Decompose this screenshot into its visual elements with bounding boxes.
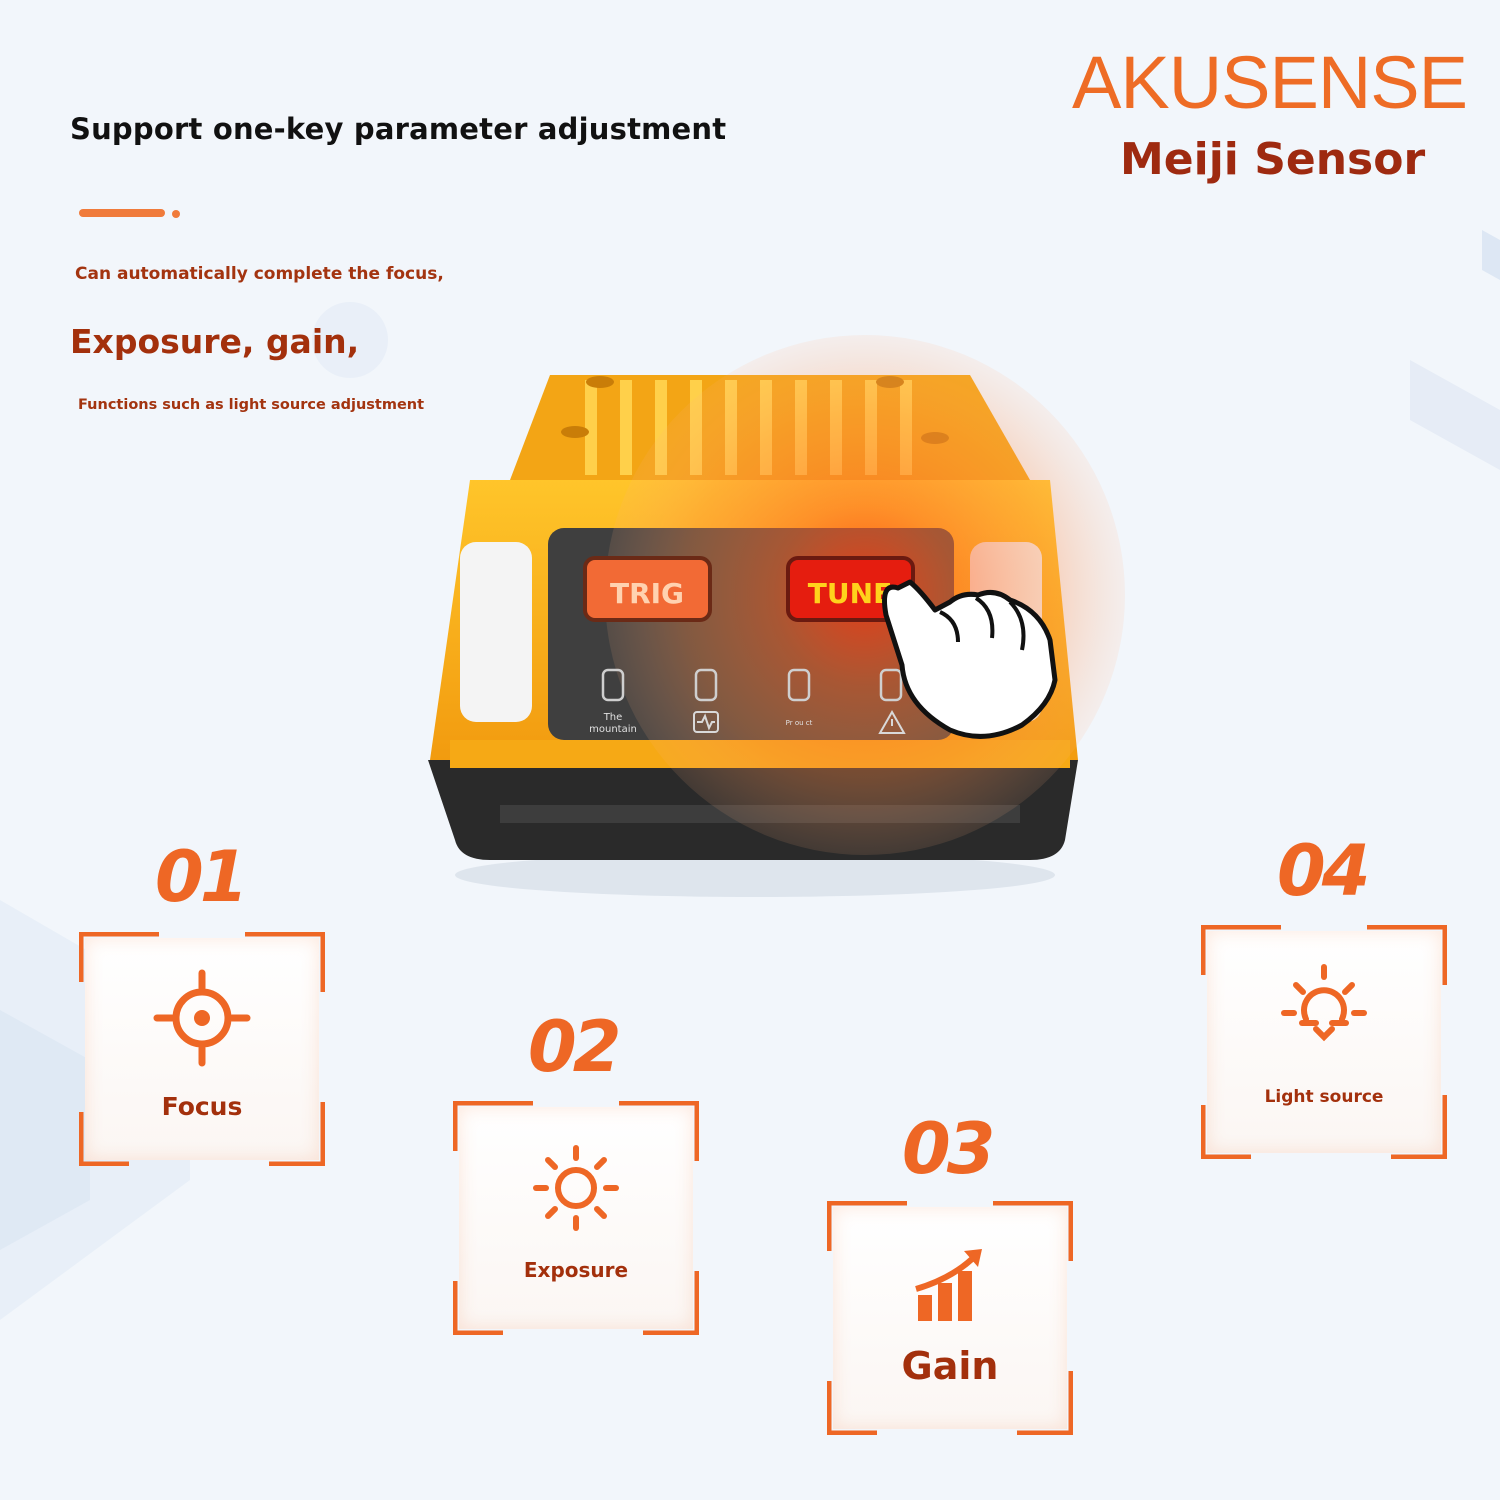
feature-number-04: 04 bbox=[1277, 830, 1370, 912]
description-line-3: Functions such as light source adjustmen… bbox=[78, 397, 425, 413]
card-frame bbox=[453, 1101, 699, 1335]
feature-card-light-source: Light source bbox=[1201, 925, 1447, 1159]
feature-card-focus: Focus bbox=[79, 932, 325, 1166]
brand-logo: AKUSENSE bbox=[1072, 41, 1468, 124]
light-bulb-icon bbox=[1281, 964, 1367, 1042]
trig-button[interactable] bbox=[583, 556, 712, 622]
sun-icon bbox=[533, 1145, 619, 1231]
crosshair-icon bbox=[153, 969, 251, 1067]
indicator-label-c: Pr ou ct bbox=[786, 719, 813, 727]
pulse-icon bbox=[693, 711, 719, 733]
feature-label-light-source: Light source bbox=[1264, 1087, 1384, 1107]
hand-pointer-icon bbox=[882, 579, 1058, 739]
rising-bars-icon bbox=[915, 1249, 982, 1321]
indicator-label-b: mountain bbox=[589, 724, 637, 735]
accent-bar bbox=[79, 209, 165, 217]
feature-label-exposure: Exposure bbox=[523, 1258, 629, 1282]
feature-number-02: 02 bbox=[528, 1006, 621, 1088]
card-frame bbox=[827, 1201, 1073, 1435]
accent-dot bbox=[172, 210, 180, 218]
indicator-label-a: The bbox=[603, 712, 623, 723]
tune-button-label: TUNE bbox=[808, 577, 892, 610]
warning-icon bbox=[878, 709, 906, 734]
feature-card-exposure: Exposure bbox=[453, 1101, 699, 1335]
headline: Support one-key parameter adjustment bbox=[70, 112, 727, 146]
feature-label-gain: Gain bbox=[901, 1344, 999, 1388]
feature-card-gain: Gain bbox=[827, 1201, 1073, 1435]
description-line-2: Exposure, gain, bbox=[70, 322, 360, 361]
description-line-1: Can automatically complete the focus, bbox=[75, 264, 444, 284]
card-frame bbox=[79, 932, 325, 1166]
feature-label-focus: Focus bbox=[161, 1092, 243, 1121]
sensor-device: TRIG TUNE The mountain Pr ou ct bbox=[428, 335, 1125, 897]
trig-button-label: TRIG bbox=[610, 577, 684, 610]
feature-number-01: 01 bbox=[155, 836, 248, 918]
feature-number-03: 03 bbox=[902, 1108, 995, 1190]
card-frame bbox=[1201, 925, 1447, 1159]
brand-subtitle: Meiji Sensor bbox=[1120, 134, 1426, 185]
